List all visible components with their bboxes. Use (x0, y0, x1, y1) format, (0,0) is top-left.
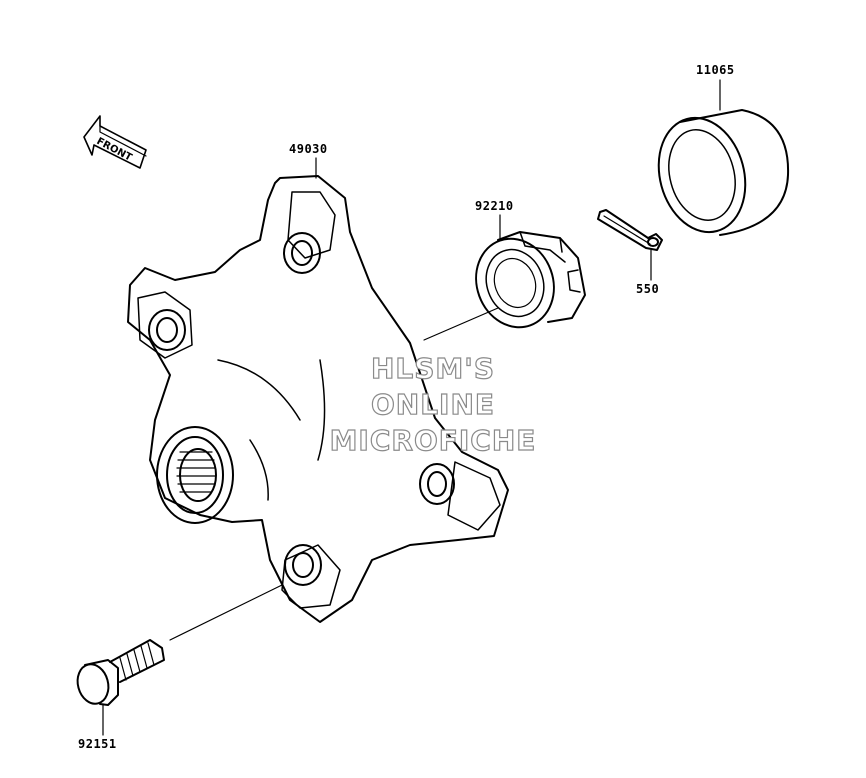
cotter-pin-part (597, 209, 663, 251)
part-label-92151[interactable]: 92151 (78, 737, 117, 751)
watermark-line-1: HLSM'S (370, 351, 496, 385)
part-label-550[interactable]: 550 (636, 282, 660, 296)
wheel-hub-part (127, 175, 509, 623)
watermark-line-2: ONLINE (370, 387, 496, 421)
hub-cap-part (657, 109, 790, 236)
part-label-92210[interactable]: 92210 (475, 199, 514, 213)
part-label-49030[interactable]: 49030 (289, 142, 328, 156)
part-label-11065[interactable]: 11065 (696, 63, 735, 77)
watermark-line-3: MICROFICHE (329, 423, 537, 457)
castle-nut-part (475, 231, 586, 329)
leader-lines (102, 79, 721, 736)
front-arrow-icon: FRONT (83, 115, 147, 169)
hub-bolt-part (76, 639, 165, 706)
